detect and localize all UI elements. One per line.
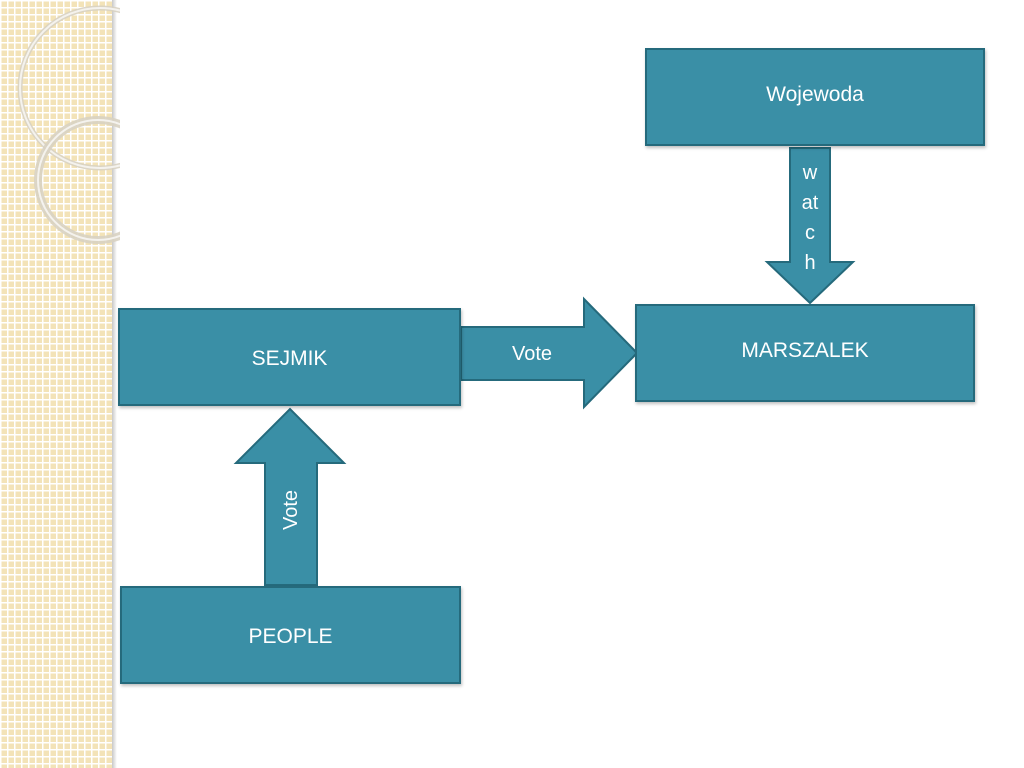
watch-arrow-label: w at c h bbox=[792, 158, 828, 278]
watch-label-line-4: h bbox=[804, 252, 816, 274]
wojewoda-box: Wojewoda bbox=[645, 48, 985, 146]
decorative-rings bbox=[17, 5, 120, 244]
vote-arrow-vertical bbox=[233, 407, 347, 586]
watch-arrow bbox=[764, 147, 856, 305]
people-box: PEOPLE bbox=[120, 586, 461, 684]
marszalek-label: MARSZALEK bbox=[741, 339, 869, 362]
wojewoda-label: Wojewoda bbox=[766, 83, 864, 106]
vote-arrow-horizontal-label: Vote bbox=[512, 343, 553, 365]
decorative-sidebar bbox=[0, 0, 112, 768]
decorative-ring-small-highlight bbox=[37, 119, 120, 241]
people-label: PEOPLE bbox=[248, 625, 333, 648]
sejmik-box: SEJMIK bbox=[118, 308, 461, 406]
watch-label-line-1: w bbox=[802, 162, 818, 184]
vote-arrow-vertical-label: Vote bbox=[280, 489, 302, 531]
sejmik-label: SEJMIK bbox=[251, 347, 328, 370]
sidebar-shadow bbox=[112, 0, 117, 768]
marszalek-box: MARSZALEK bbox=[635, 304, 975, 402]
vote-arrow-horizontal bbox=[460, 296, 639, 410]
watch-label-line-3: c bbox=[805, 222, 815, 244]
watch-label-line-2: at bbox=[801, 192, 819, 214]
decorative-ring-large-highlight bbox=[19, 7, 120, 169]
